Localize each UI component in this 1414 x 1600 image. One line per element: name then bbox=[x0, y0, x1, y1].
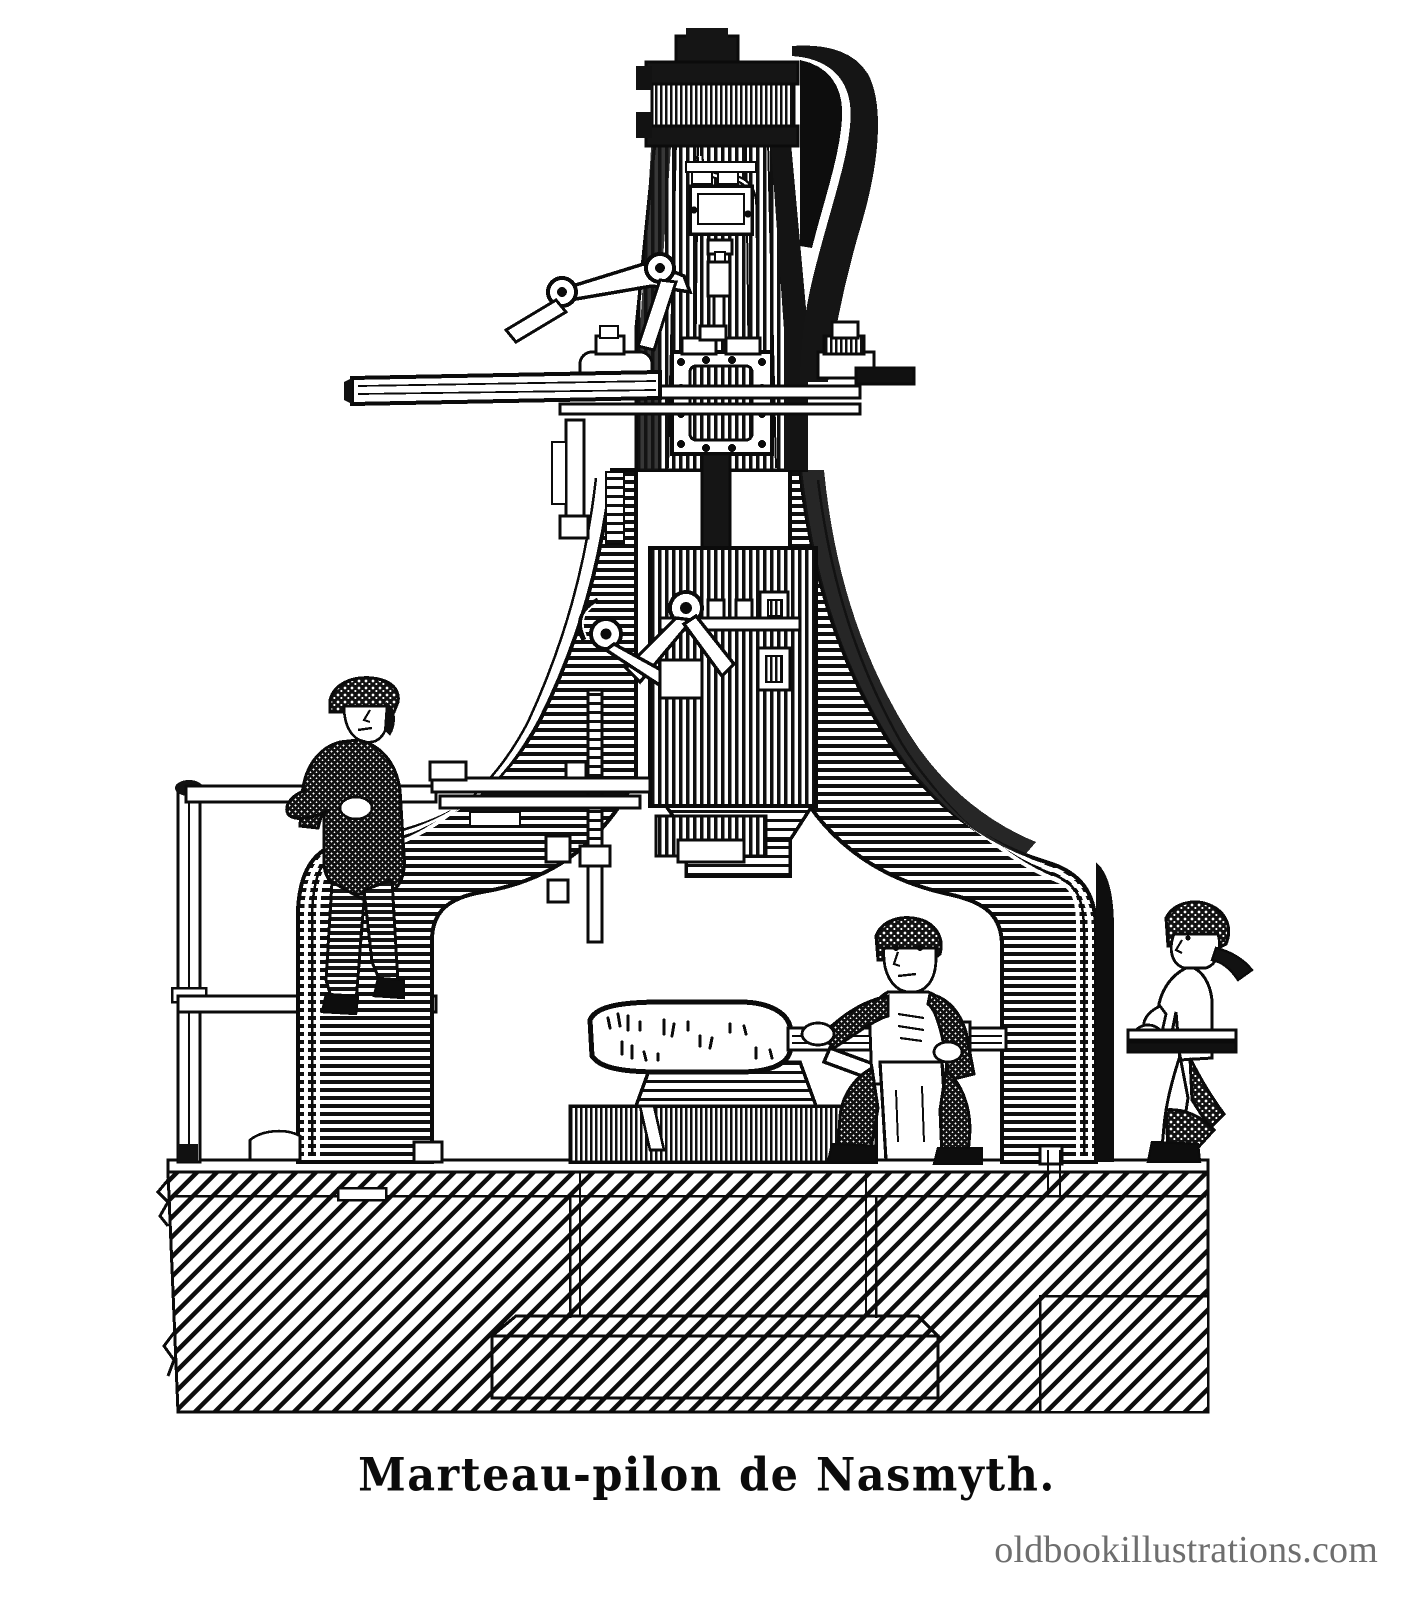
frame-leg-right bbox=[788, 468, 1114, 1164]
masonry-foundation bbox=[155, 1170, 1210, 1414]
operator-on-platform bbox=[285, 676, 406, 1016]
control-lever-arm bbox=[344, 369, 662, 407]
page-title: Marteau-pilon de Nasmyth. bbox=[358, 1449, 1056, 1502]
assistant-at-right bbox=[1126, 900, 1254, 1164]
piston-rod bbox=[700, 452, 732, 552]
anvil-block bbox=[568, 1060, 878, 1164]
valve-gear-assembly bbox=[503, 155, 758, 352]
hammer-tup bbox=[648, 546, 818, 878]
floor-fittings bbox=[248, 1129, 1064, 1196]
steam-cylinder-head bbox=[636, 28, 879, 382]
watermark: oldbookillustrations.com bbox=[994, 1529, 1378, 1571]
anvil-foundation-block bbox=[487, 1196, 942, 1400]
smith-with-tongs bbox=[800, 916, 984, 1166]
anvil-seat bbox=[654, 814, 768, 864]
left-column-detail bbox=[428, 418, 652, 904]
